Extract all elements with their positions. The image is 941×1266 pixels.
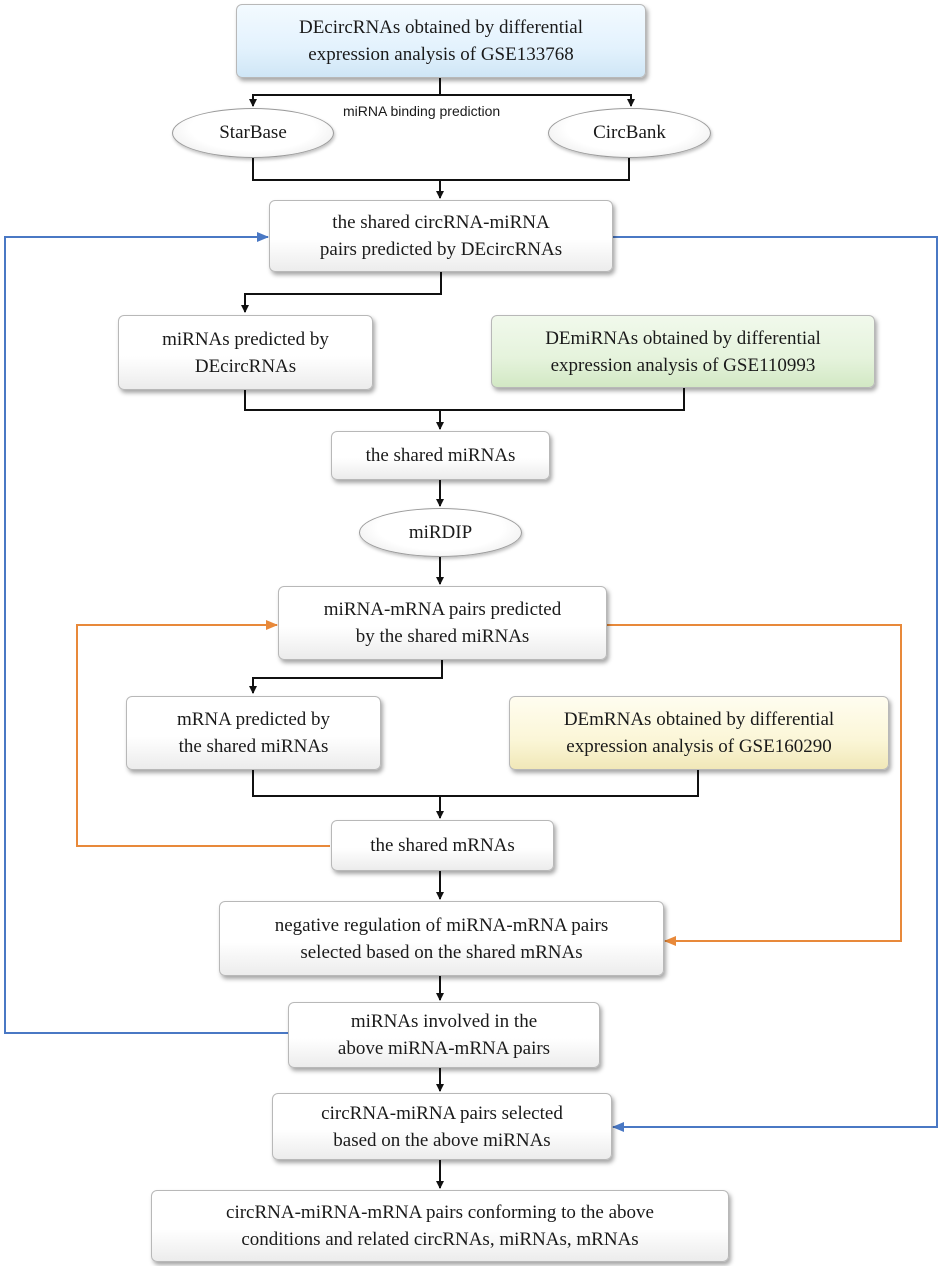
box-shared-circrna-mirna-pairs: the shared circRNA-miRNA pairs predicted… bbox=[269, 200, 613, 272]
arrow-decircrnas-to-circbank bbox=[440, 94, 635, 107]
blue-loop-shared-pairs-to-selected bbox=[612, 236, 938, 1132]
box-shared-pairs-line-2: pairs predicted by DEcircRNAs bbox=[319, 239, 563, 260]
box-circrna-mirna-selected-line-2: based on the above miRNAs bbox=[333, 1129, 551, 1151]
box-mirna-mrna-pairs-line-2: by the shared miRNAs bbox=[355, 626, 530, 647]
box-shared-mirnas-text: the shared miRNAs bbox=[365, 445, 516, 466]
box-final-pairs-line-1: circRNA-miRNA-mRNA pairs conforming to t… bbox=[226, 1202, 654, 1223]
orange-loop-shared-mrnas-to-pairs bbox=[76, 620, 330, 847]
box-shared-mirnas: the shared miRNAs bbox=[331, 431, 550, 480]
box-demirnas-line-1: DEmiRNAs obtained by differential bbox=[545, 327, 821, 349]
box-mrna-predicted-line-1: mRNA predicted by bbox=[176, 709, 331, 730]
box-mirnas-involved: miRNAs involved in the above miRNA-mRNA … bbox=[288, 1002, 600, 1068]
arrow-decircrnas-to-starbase bbox=[249, 78, 441, 107]
merge-starbase-circbank bbox=[252, 158, 630, 181]
box-final-pairs-line-2: conditions and related circRNAs, miRNAs,… bbox=[241, 1229, 639, 1250]
box-circrna-mirna-selected-line-1: circRNA-miRNA pairs selected bbox=[321, 1102, 563, 1124]
box-shared-pairs-line-1: the shared circRNA-miRNA bbox=[332, 212, 550, 233]
box-mirnas-predicted-line-1: miRNAs predicted by bbox=[162, 328, 329, 350]
box-mirnas-involved-line-1: miRNAs involved in the bbox=[350, 1011, 538, 1032]
box-mirnas-predicted-line-2: DEcircRNAs bbox=[194, 355, 297, 377]
box-final-pairs: circRNA-miRNA-mRNA pairs conforming to t… bbox=[151, 1190, 729, 1262]
box-demrnas-line-2: expression analysis of GSE160290 bbox=[566, 736, 832, 757]
merge-mirnas-demirnas bbox=[244, 388, 685, 411]
box-mirna-mrna-pairs-line-1: miRNA-mRNA pairs predicted bbox=[323, 599, 562, 620]
box-circrna-mirna-selected: circRNA-miRNA pairs selected based on th… bbox=[272, 1093, 612, 1160]
binding-prediction-note: miRNA binding prediction bbox=[343, 103, 501, 119]
merge-mrna-demrnas bbox=[252, 770, 699, 797]
arrow-to-mrna-predicted bbox=[249, 660, 443, 694]
box-mrna-predicted: mRNA predicted by the shared miRNAs bbox=[126, 696, 381, 770]
box-shared-mrnas-text: the shared mRNAs bbox=[370, 835, 515, 856]
ellipse-starbase: StarBase bbox=[172, 108, 334, 158]
box-mirnas-predicted: miRNAs predicted by DEcircRNAs bbox=[118, 315, 373, 390]
ellipse-mirdip: miRDIP bbox=[359, 508, 522, 557]
box-negative-regulation: negative regulation of miRNA-mRNA pairs … bbox=[219, 901, 664, 976]
box-decircrnas-line-2: expression analysis of GSE133768 bbox=[308, 44, 574, 65]
arrow-to-mirnas-predicted bbox=[241, 272, 442, 313]
box-decircrnas-line-1: DEcircRNAs obtained by differential bbox=[298, 17, 584, 38]
ellipse-circbank: CircBank bbox=[548, 108, 711, 158]
box-shared-mrnas: the shared mRNAs bbox=[331, 820, 554, 871]
box-mrna-predicted-line-2: the shared miRNAs bbox=[178, 736, 329, 757]
box-demrnas-line-1: DEmRNAs obtained by differential bbox=[563, 709, 835, 730]
box-negative-regulation-line-2: selected based on the shared mRNAs bbox=[300, 941, 583, 963]
box-demirnas: DEmiRNAs obtained by differential expres… bbox=[491, 315, 875, 388]
box-demrnas: DEmRNAs obtained by differential express… bbox=[509, 696, 889, 770]
blue-loop-mirnas-involved-to-shared-pairs bbox=[4, 232, 288, 1034]
box-mirna-mrna-pairs: miRNA-mRNA pairs predicted by the shared… bbox=[278, 586, 607, 660]
box-negative-regulation-line-1: negative regulation of miRNA-mRNA pairs bbox=[274, 914, 609, 936]
orange-loop-pairs-to-negative-regulation bbox=[607, 624, 902, 946]
box-demirnas-line-2: expression analysis of GSE110993 bbox=[550, 354, 816, 376]
box-mirnas-involved-line-2: above miRNA-mRNA pairs bbox=[337, 1038, 551, 1059]
box-decircrnas: DEcircRNAs obtained by differential expr… bbox=[236, 4, 646, 78]
